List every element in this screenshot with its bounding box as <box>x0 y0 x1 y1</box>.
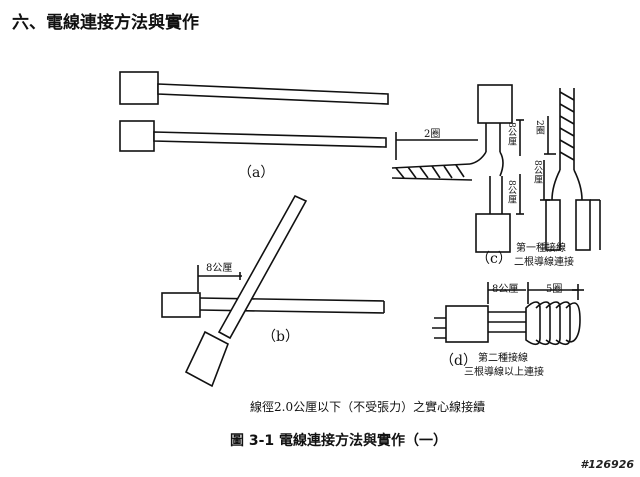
wire-d-insulation <box>445 305 489 343</box>
figure-a-label: （a） <box>238 165 275 181</box>
wire-a1-insulation <box>119 71 159 105</box>
figure-subcaption: 線徑2.0公厘以下（不受張力）之實心線接續 <box>250 400 486 414</box>
wire-c3-insulation <box>545 199 561 251</box>
wire-c2-insulation <box>475 213 511 253</box>
figure-d-dim-turns: 5圈 <box>546 284 563 295</box>
figure-d-caption-1: 第二種接線 <box>478 353 528 364</box>
figure-c-label: （c） <box>476 251 512 267</box>
wire-a1-conductor <box>157 83 389 105</box>
figure-b-wires <box>161 194 385 388</box>
figure-d-splice <box>432 282 584 346</box>
figure-c-splice <box>391 84 601 253</box>
figure-c-dim-upper: 8公厘 <box>506 122 516 146</box>
figure-c-caption-1: 第一種接線 <box>516 243 566 254</box>
wire-c4-insulation <box>575 199 591 251</box>
wire-a2-conductor <box>153 131 387 148</box>
twist-c-vertical <box>559 88 575 170</box>
figure-b-dim: 8公厘 <box>206 263 233 274</box>
wire-c1-insulation <box>477 84 513 124</box>
wire-b1-insulation <box>161 292 201 318</box>
figure-d-dim-8mm: 8公厘 <box>492 284 519 295</box>
figure-c-dim-right-turns: 2圈 <box>534 120 544 135</box>
coil-d <box>525 301 541 346</box>
figure-c-dim-lower: 8公厘 <box>506 180 516 204</box>
figure-d-label: （d） <box>440 353 477 369</box>
figure-caption: 圖 3-1 電線連接方法與實作（一） <box>230 433 448 449</box>
figure-c-dim-top: 2圈 <box>424 129 441 140</box>
page-title: 六、電線連接方法與實作 <box>12 13 199 33</box>
wire-a2-insulation <box>119 120 155 152</box>
twist-c-horizontal <box>391 163 473 181</box>
figure-b-label: （b） <box>262 329 299 345</box>
wire-b2-insulation <box>184 330 230 388</box>
figure-d-caption-2: 三根導線以上連接 <box>464 367 544 378</box>
watermark: #126926 <box>580 458 634 471</box>
figure-a-wires <box>119 71 389 152</box>
wire-b2-conductor <box>217 194 308 340</box>
figure-c-caption-2: 二根導線連接 <box>514 257 574 268</box>
figure-c-dim-right-8mm: 8公厘 <box>532 160 542 184</box>
